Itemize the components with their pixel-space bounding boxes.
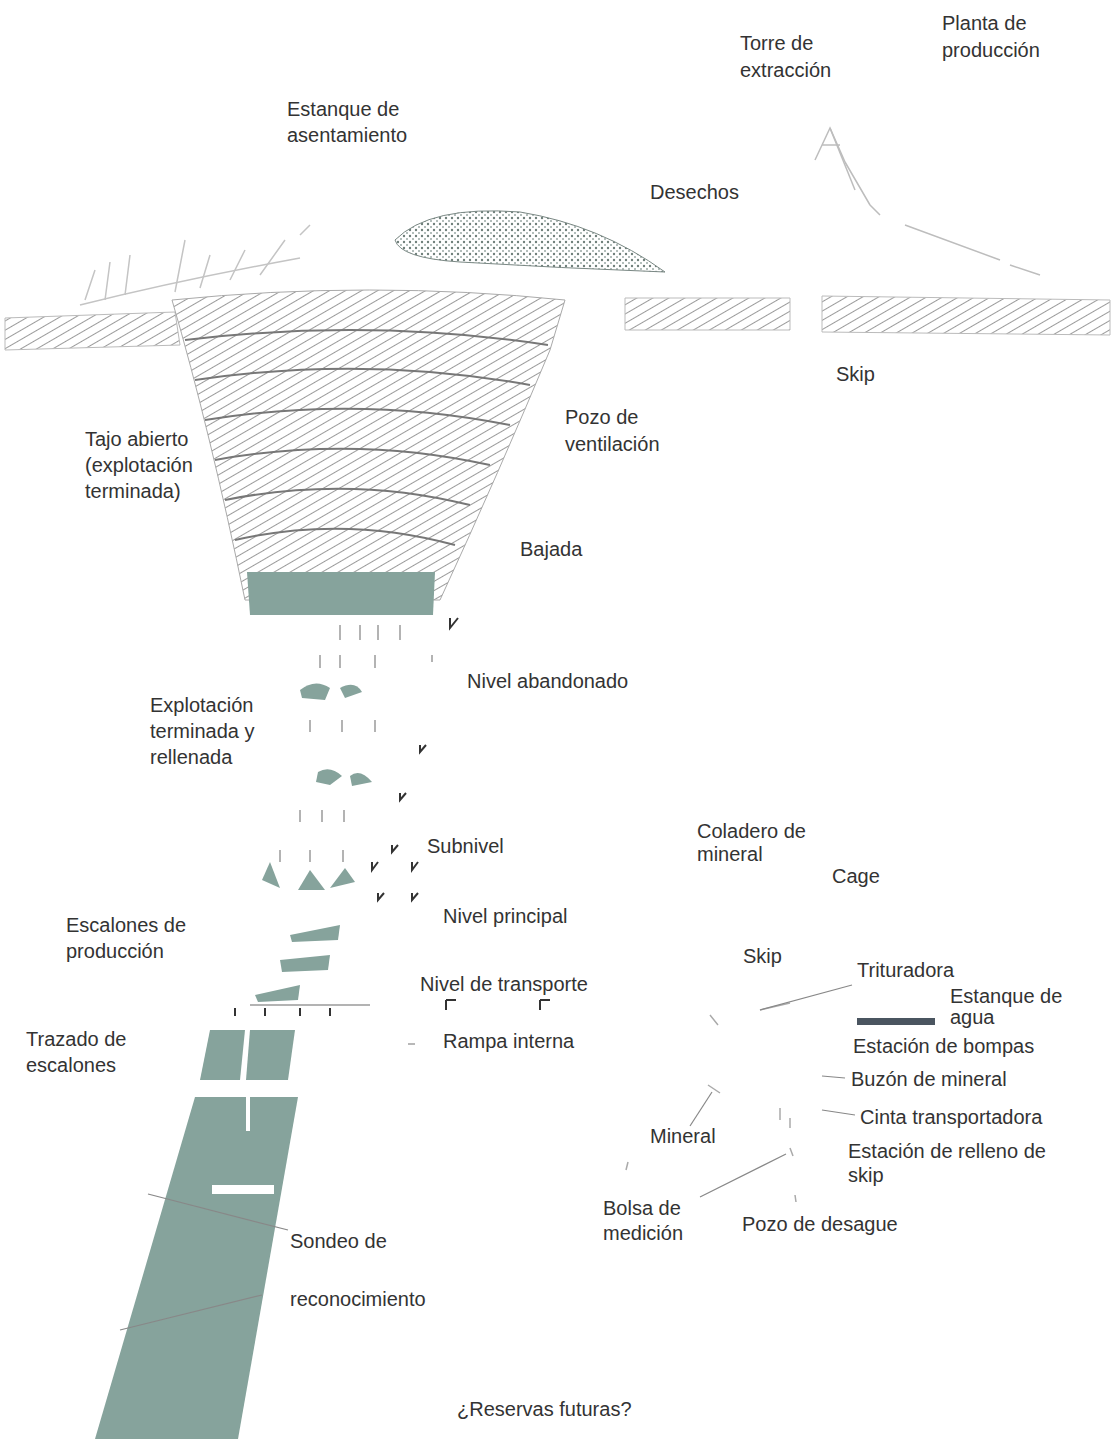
waste-pile xyxy=(395,211,665,272)
ore-gap xyxy=(212,1097,274,1194)
part-label: Desechos xyxy=(650,180,739,204)
part-label: Explotación terminada y rellenada xyxy=(150,692,285,770)
part-label: Trituradora xyxy=(857,958,954,982)
part-label: ¿Reservas futuras? xyxy=(457,1397,632,1421)
part-label: Sondeo de reconocimiento xyxy=(290,1212,480,1328)
part-label: Nivel principal xyxy=(443,904,568,928)
part-label: Mineral xyxy=(650,1124,716,1148)
part-label: Subnivel xyxy=(427,834,504,858)
part-label: Skip xyxy=(743,944,782,968)
equipment xyxy=(626,1003,796,1202)
part-label: Escalones de producción xyxy=(66,912,226,964)
part-label: Rampa interna xyxy=(443,1029,574,1053)
part-label: Estación de relleno de skip xyxy=(848,1139,1048,1187)
part-label: Tajo abierto (explotación terminada) xyxy=(85,426,225,504)
part-label: Planta de producción xyxy=(942,10,1072,64)
part-label: Bolsa de medición xyxy=(603,1196,713,1246)
part-label: Trazado de escalones xyxy=(26,1026,156,1078)
part-label: Nivel abandonado xyxy=(467,669,628,693)
part-label: Torre de extracción xyxy=(740,30,860,84)
part-label: Cinta transportadora xyxy=(860,1105,1042,1129)
part-label: Coladero de mineral xyxy=(697,820,847,866)
open-pit xyxy=(172,290,565,600)
leader-line xyxy=(120,985,855,1330)
water-tank xyxy=(857,1018,935,1025)
workings xyxy=(250,625,432,1005)
part-label: Estanque de asentamiento xyxy=(287,96,447,148)
part-label: Buzón de mineral xyxy=(851,1067,1007,1091)
part-label: Skip xyxy=(836,362,875,386)
part-label: Nivel de transporte xyxy=(420,972,588,996)
part-label: Pozo de desague xyxy=(742,1212,898,1236)
headframe xyxy=(815,128,1040,275)
part-label: Cage xyxy=(832,864,880,888)
part-label: Estanque de agua xyxy=(950,986,1070,1028)
part-label: Estación de bompas xyxy=(853,1034,1034,1058)
part-label: Bajada xyxy=(520,537,582,561)
part-label: Pozo de ventilación xyxy=(565,404,695,458)
